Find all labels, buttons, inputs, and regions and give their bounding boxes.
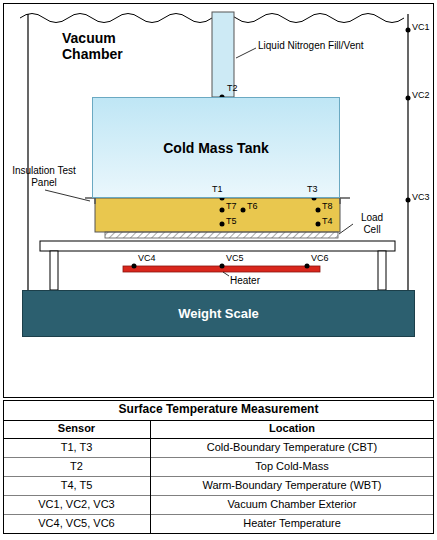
sensor-label: VC2 xyxy=(412,90,430,100)
table-header: Location xyxy=(150,422,434,435)
table-cell: Warm-Boundary Temperature (WBT) xyxy=(150,479,434,492)
node-title: Weight Scale xyxy=(178,306,259,321)
panel-flange xyxy=(85,198,350,204)
table-cell: T2 xyxy=(3,460,150,473)
region-label: Vacuum Chamber xyxy=(62,30,132,62)
part-label: Heater xyxy=(230,275,260,287)
sensor-label: T7 xyxy=(226,201,237,211)
node-title: Cold Mass Tank xyxy=(163,140,269,156)
sensor-label: T5 xyxy=(226,216,237,226)
tank-box: Cold Mass Tank xyxy=(92,97,340,198)
sensor-label: T6 xyxy=(247,201,258,211)
table-title: Surface Temperature Measurement xyxy=(3,403,434,417)
sensor-label: VC6 xyxy=(311,253,329,263)
insulation-panel xyxy=(95,198,340,232)
sensor-label: VC3 xyxy=(412,192,430,202)
sensor-label: VC4 xyxy=(138,253,156,263)
scale-box: Weight Scale xyxy=(22,290,415,337)
table-cell: Heater Temperature xyxy=(150,517,434,530)
sensor-label: VC1 xyxy=(412,22,430,32)
leader-line xyxy=(45,190,90,201)
part-label: Insulation Test Panel xyxy=(12,165,76,188)
sensor-label: T2 xyxy=(227,83,238,93)
chamber-wall xyxy=(27,14,28,290)
table-cell: VC4, VC5, VC6 xyxy=(3,517,150,530)
table-header: Sensor xyxy=(3,422,150,435)
table-cell: T4, T5 xyxy=(3,479,150,492)
table-cell: Cold-Boundary Temperature (CBT) xyxy=(150,441,434,454)
leader-line xyxy=(339,224,353,234)
leader-line xyxy=(236,48,256,58)
table-cell: Top Cold-Mass xyxy=(150,460,434,473)
table-cell: Vacuum Chamber Exterior xyxy=(150,498,434,511)
sensor-label: VC5 xyxy=(226,253,244,263)
support-plate xyxy=(40,241,395,251)
load-cell xyxy=(105,232,338,238)
sensor-label: T8 xyxy=(322,201,333,211)
support-leg xyxy=(378,251,386,290)
support-leg xyxy=(50,251,58,290)
table-cell: T1, T3 xyxy=(3,441,150,454)
sensor-label: T1 xyxy=(212,184,223,194)
chamber-wall xyxy=(407,14,408,290)
table-cell: VC1, VC2, VC3 xyxy=(3,498,150,511)
figure-frame xyxy=(4,4,434,398)
sensor-label: T3 xyxy=(307,184,318,194)
part-label: Load Cell xyxy=(354,212,390,235)
leader-line xyxy=(223,272,229,276)
sensor-label: T4 xyxy=(322,216,333,226)
table-grid xyxy=(4,401,434,534)
part-label: Liquid Nitrogen Fill/Vent xyxy=(258,40,368,52)
